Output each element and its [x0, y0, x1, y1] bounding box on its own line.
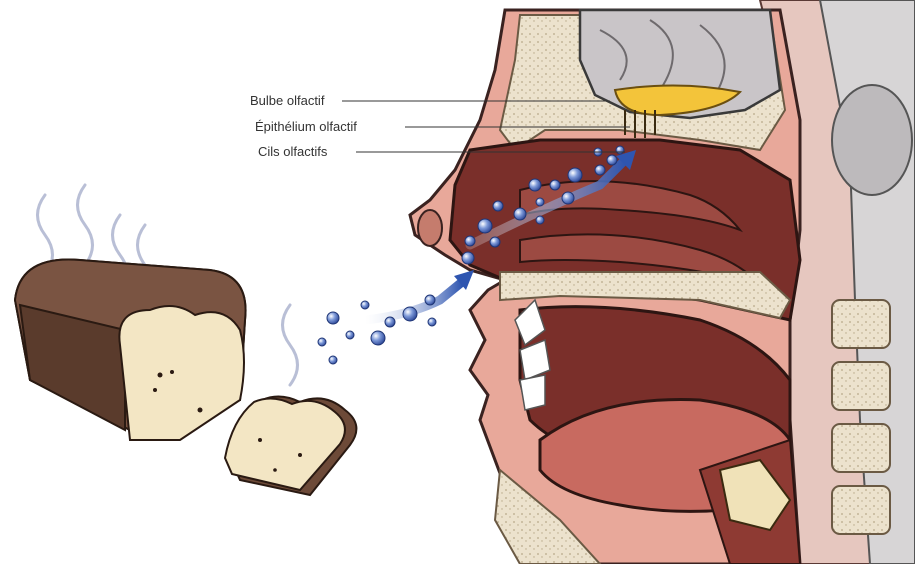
odor-molecule-icon [550, 180, 560, 190]
odor-molecule-icon [327, 312, 339, 324]
head-section [410, 10, 800, 564]
odor-molecule-icon [514, 208, 526, 220]
odor-molecule-icon [607, 155, 617, 165]
odor-molecule-icon [529, 179, 541, 191]
steam-wisp-icon [78, 185, 93, 265]
bread-slice [225, 396, 356, 495]
odor-molecule-icon [385, 317, 395, 327]
odor-molecule-icon [478, 219, 492, 233]
odor-molecule-icon [595, 165, 605, 175]
odor-molecule-icon [361, 301, 369, 309]
odor-molecule-icon [536, 198, 544, 206]
odor-molecule-icon [318, 338, 326, 346]
odor-molecule-icon [346, 331, 354, 339]
steam-wisp-icon [283, 305, 298, 385]
odor-molecule-icon [403, 307, 417, 321]
odor-molecule-icon [616, 146, 624, 154]
odor-molecule-icon [425, 295, 435, 305]
odor-molecule-icon [562, 192, 574, 204]
odor-molecule-icon [568, 168, 582, 182]
odor-molecule-icon [428, 318, 436, 326]
odor-molecule-icon [490, 237, 500, 247]
odor-molecule-icon [465, 236, 475, 246]
odor-molecule-icon [536, 216, 544, 224]
odor-molecule-icon [329, 356, 337, 364]
odor-molecule-icon [371, 331, 385, 345]
label-olfactory-epithelium: Épithélium olfactif [255, 119, 357, 134]
odor-molecule-icon [493, 201, 503, 211]
odor-molecule-icon [462, 252, 474, 264]
label-olfactory-cilia: Cils olfactifs [258, 144, 327, 159]
label-olfactory-bulb: Bulbe olfactif [250, 93, 324, 108]
bread-loaf [15, 260, 246, 441]
